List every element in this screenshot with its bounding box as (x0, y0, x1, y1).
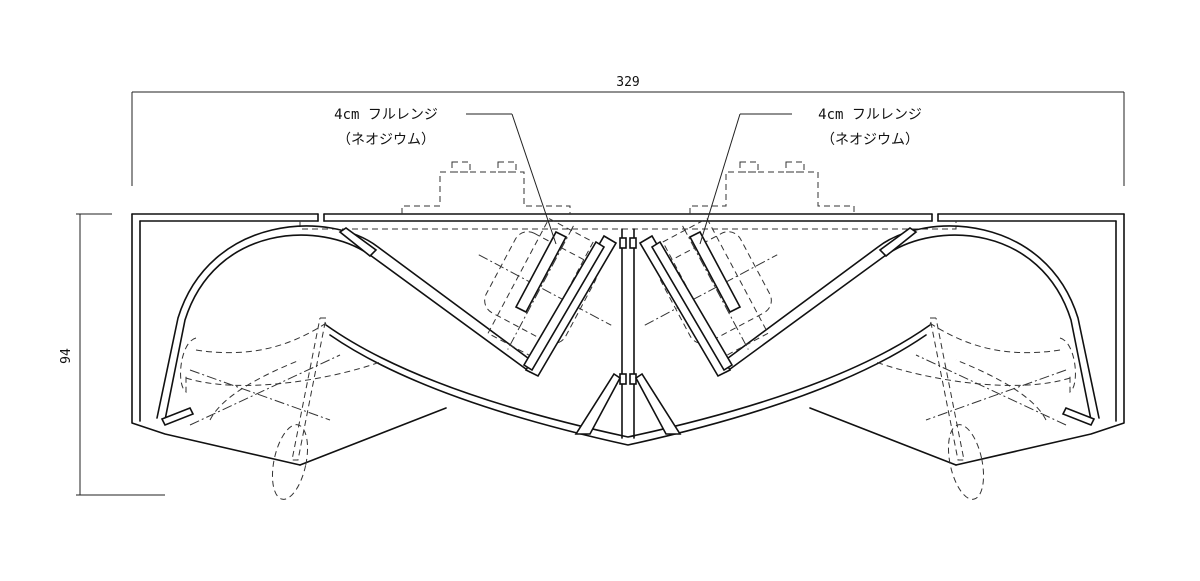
horn-right (719, 225, 1100, 500)
label-left: 4cm フルレンジ （ネオジウム） (334, 107, 557, 245)
enclosure-outline (131, 213, 1125, 466)
horn-left (156, 225, 537, 500)
height-dimension: 94 (59, 213, 165, 496)
label-right-line1: 4cm フルレンジ (818, 107, 922, 123)
top-dashed-parts-right (689, 161, 855, 214)
height-dimension-value: 94 (59, 348, 74, 364)
top-dashed-parts-left (401, 161, 571, 214)
label-left-line2: （ネオジウム） (337, 132, 435, 148)
speaker-right (638, 217, 778, 378)
label-right: 4cm フルレンジ （ネオジウム） (699, 107, 922, 245)
angled-plates (338, 227, 918, 258)
label-right-line2: （ネオジウム） (821, 132, 919, 148)
top-baffle (131, 213, 1125, 230)
width-dimension-value: 329 (616, 75, 639, 90)
speaker-left (478, 217, 618, 378)
center-divider (574, 228, 682, 439)
width-dimension: 329 (131, 75, 1125, 186)
label-left-line1: 4cm フルレンジ (334, 107, 438, 123)
